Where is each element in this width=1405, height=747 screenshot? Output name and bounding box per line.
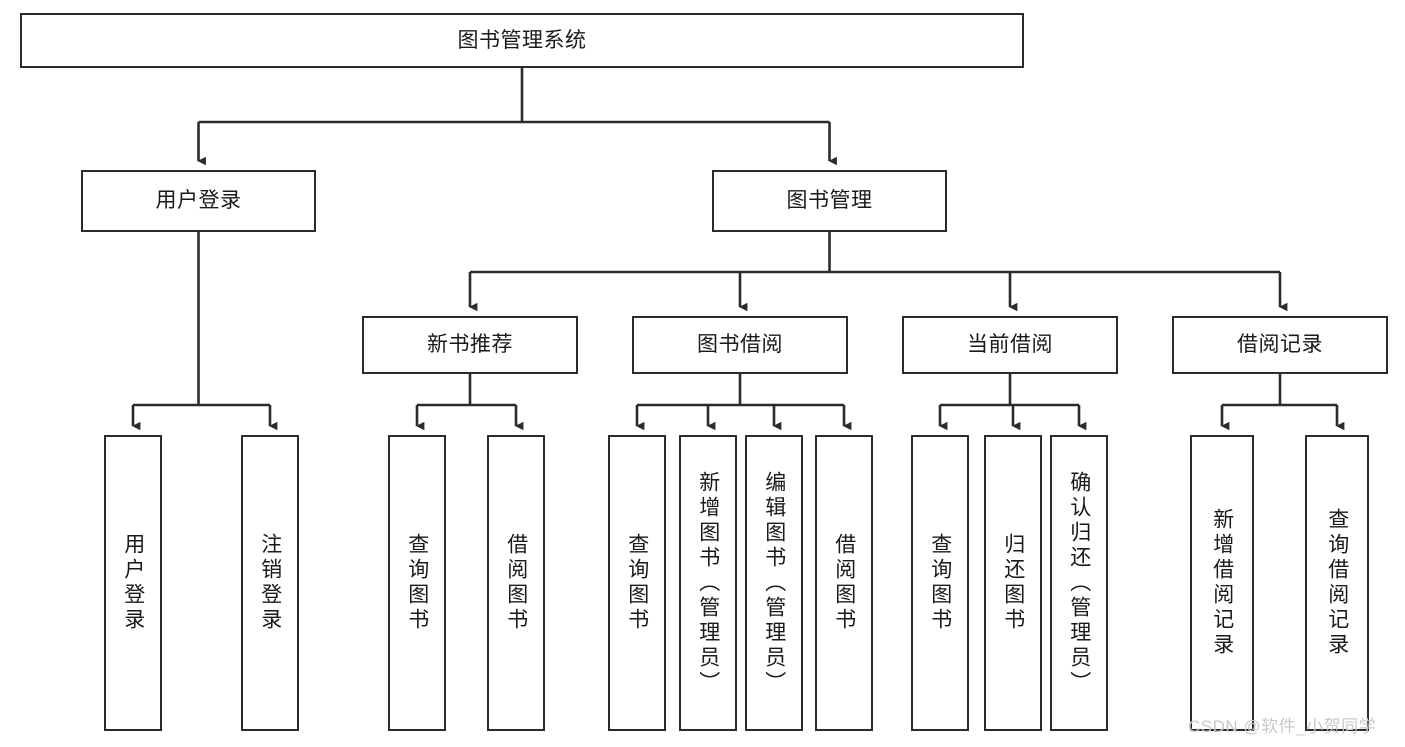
node-leaf-user-login[interactable]: 用户登录 <box>104 435 162 731</box>
node-label: 注销登录 <box>258 533 282 633</box>
node-label: 图书管理 <box>786 189 873 213</box>
node-book-borrow[interactable]: 图书借阅 <box>632 316 848 374</box>
node-leaf-query-book-2[interactable]: 查询图书 <box>608 435 666 731</box>
node-label: 用户登录 <box>155 189 242 213</box>
node-label: 图书借阅 <box>697 333 783 357</box>
node-label: 归还图书 <box>1001 533 1025 633</box>
node-root[interactable]: 图书管理系统 <box>20 13 1024 68</box>
node-label: 查询图书 <box>405 533 429 633</box>
node-leaf-add-book[interactable]: 新增图书（管理员） <box>679 435 737 731</box>
node-label: 用户登录 <box>121 533 145 633</box>
node-label: 图书管理系统 <box>457 28 587 52</box>
node-label: 当前借阅 <box>967 333 1053 357</box>
node-label: 确认归还（管理员） <box>1067 470 1091 696</box>
node-label: 编辑图书（管理员） <box>762 470 786 696</box>
node-user-login[interactable]: 用户登录 <box>81 170 316 232</box>
node-leaf-query-book-1[interactable]: 查询图书 <box>388 435 446 731</box>
node-label: 借阅图书 <box>504 533 528 633</box>
node-label: 新增图书（管理员） <box>696 470 720 696</box>
node-book-manage[interactable]: 图书管理 <box>712 170 947 232</box>
node-current-borrow[interactable]: 当前借阅 <box>902 316 1118 374</box>
node-label: 新增借阅记录 <box>1210 508 1234 658</box>
node-leaf-borrow-book-2[interactable]: 借阅图书 <box>815 435 873 731</box>
node-new-book-rec[interactable]: 新书推荐 <box>362 316 578 374</box>
node-leaf-borrow-book-1[interactable]: 借阅图书 <box>487 435 545 731</box>
node-leaf-query-record[interactable]: 查询借阅记录 <box>1305 435 1369 731</box>
node-leaf-confirm-return[interactable]: 确认归还（管理员） <box>1050 435 1108 731</box>
node-label: 借阅图书 <box>832 533 856 633</box>
node-leaf-edit-book[interactable]: 编辑图书（管理员） <box>745 435 803 731</box>
node-label: 查询图书 <box>928 533 952 633</box>
node-leaf-query-book-3[interactable]: 查询图书 <box>911 435 969 731</box>
node-leaf-user-logout[interactable]: 注销登录 <box>241 435 299 731</box>
node-leaf-add-record[interactable]: 新增借阅记录 <box>1190 435 1254 731</box>
node-leaf-return-book[interactable]: 归还图书 <box>984 435 1042 731</box>
node-label: 查询图书 <box>625 533 649 633</box>
csdn-watermark: CSDN @软件_小贺同学 <box>1188 717 1377 736</box>
node-label: 新书推荐 <box>427 333 513 357</box>
node-borrow-record[interactable]: 借阅记录 <box>1172 316 1388 374</box>
node-label: 借阅记录 <box>1237 333 1323 357</box>
node-label: 查询借阅记录 <box>1325 508 1349 658</box>
